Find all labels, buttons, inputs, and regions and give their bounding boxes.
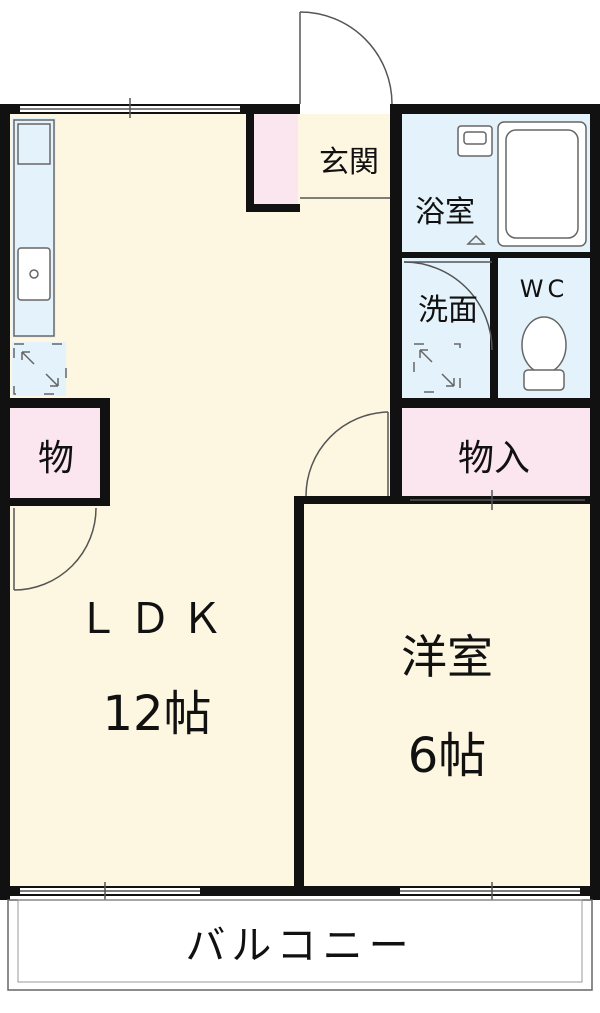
kitchen-strip [12,118,56,338]
closet-left-floor [10,408,100,500]
entrance-door [299,11,393,114]
closet-right-name: 物入 [458,438,530,479]
balcony-name: バルコニー [185,923,414,969]
ldk-size: 12帖 [102,686,211,742]
fridge-space-icon [13,343,67,395]
window-icon [20,98,585,900]
wc-name: WC [520,275,569,303]
western-size: 6帖 [408,728,487,784]
balcony [7,899,593,991]
western-name: 洋室 [401,630,493,684]
bath-name: 浴室 [415,195,475,230]
closet-door [13,507,97,591]
kitchen-counter-icon [13,119,55,337]
entrance-pink-column [252,114,298,204]
washer-space-icon [413,343,461,393]
door-swing-icon [305,411,389,497]
bathtub-icon [497,121,587,247]
fridge-space [12,342,66,396]
western-floor [300,500,590,892]
wash-name: 洗面 [418,293,478,328]
ldk-name: ＬＤＫ [77,594,233,643]
entrance-floor [298,112,398,208]
basin-icon [457,125,493,245]
closet-right-floor [398,408,590,500]
toilet-icon [521,316,567,391]
wash-floor [398,258,494,398]
closet-left-name: 物 [38,438,74,479]
wash-door [403,261,493,351]
entrance-name: 玄関 [319,145,379,180]
sink-icon [17,247,51,301]
